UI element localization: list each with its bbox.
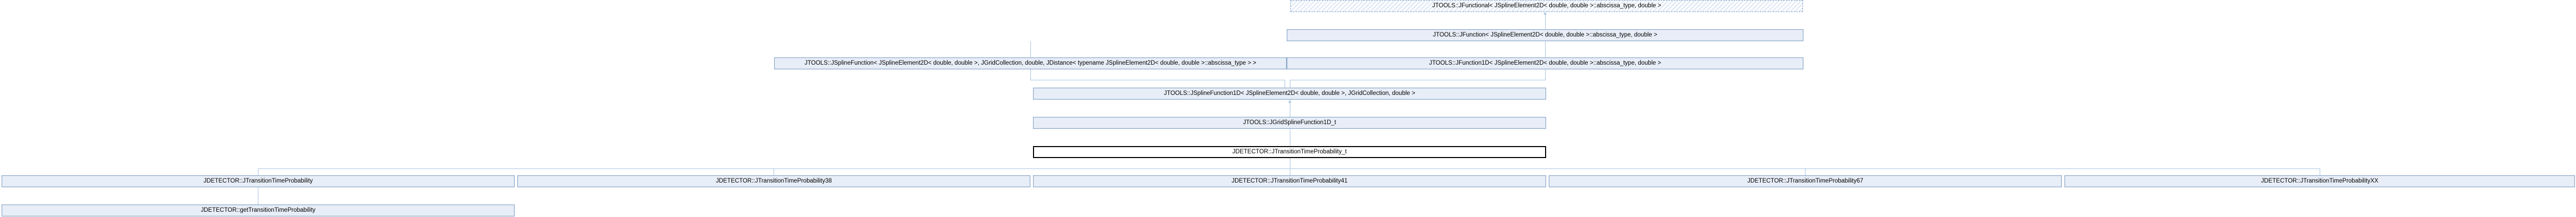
edge-n6-to-n10 [1805,168,1806,175]
class-node-label: JTOOLS::JFunctional< JSplineElement2D< d… [1432,2,1661,9]
edge-arrow-n1-to-n0 [1544,12,1547,15]
class-node-jtransitiontimeprobabilityxx[interactable]: JDETECTOR::JTransitionTimeProbabilityXX [2064,175,2575,187]
class-node-label: JDETECTOR::getTransitionTimeProbability [201,207,316,213]
edge-arrow-n5-to-n4 [1288,100,1291,103]
class-node-label: JDETECTOR::JTransitionTimeProbability41 [1231,177,1348,184]
class-node-label: JTOOLS::JGridSplineFunction1D_t [1243,119,1336,126]
class-node-jtransitiontimeprobability41[interactable]: JDETECTOR::JTransitionTimeProbability41 [1033,175,1546,187]
class-node-label: JDETECTOR::JTransitionTimeProbability [203,177,313,184]
class-node-jtransitiontimeprobability[interactable]: JDETECTOR::JTransitionTimeProbability [2,175,515,187]
edge-n3-to-n1 [1545,41,1546,57]
edge-n4-to-n3-down [1545,69,1546,80]
edge-n4-to-n2-down [1030,69,1031,80]
class-node-label: JTOOLS::JFunction1D< JSplineElement2D< d… [1429,59,1661,66]
class-node-label: JDETECTOR::JTransitionTimeProbability67 [1747,177,1863,184]
class-node-label: JDETECTOR::JTransitionTimeProbabilityXX [2261,177,2379,184]
class-node-label: JDETECTOR::JTransitionTimeProbability_t [1232,148,1347,155]
class-node-jsplinefunction[interactable]: JTOOLS::JSplineFunction< JSplineElement2… [774,57,1287,69]
class-node-gettransitiontimeprobability[interactable]: JDETECTOR::getTransitionTimeProbability [2,204,515,216]
edge-n1-to-n0 [1545,15,1546,29]
class-node-jtransitiontimeprobability38[interactable]: JDETECTOR::JTransitionTimeProbability38 [517,175,1030,187]
class-node-jsplinefunction1d[interactable]: JTOOLS::JSplineFunction1D< JSplineElemen… [1033,88,1546,100]
class-node-jfunction[interactable]: JTOOLS::JFunction< JSplineElement2D< dou… [1287,29,1803,41]
class-node-label: JDETECTOR::JTransitionTimeProbability38 [716,177,832,184]
class-node-jfunction1d[interactable]: JTOOLS::JFunction1D< JSplineElement2D< d… [1287,57,1803,69]
edge-n2-top-stub [1030,41,1031,57]
class-node-jgridsplinefunction1d-t[interactable]: JTOOLS::JGridSplineFunction1D_t [1033,117,1546,129]
class-node-jtransitiontimeprobability-t[interactable]: JDETECTOR::JTransitionTimeProbability_t [1033,146,1546,158]
class-node-label: JTOOLS::JFunction< JSplineElement2D< dou… [1433,31,1658,38]
edge-n6-fanout-bus [258,168,2320,169]
class-node-label: JTOOLS::JSplineFunction1D< JSplineElemen… [1164,90,1415,97]
class-node-jfunctional[interactable]: JTOOLS::JFunctional< JSplineElement2D< d… [1290,0,1803,12]
class-node-jtransitiontimeprobability67[interactable]: JDETECTOR::JTransitionTimeProbability67 [1549,175,2062,187]
class-node-label: JTOOLS::JSplineFunction< JSplineElement2… [804,59,1256,66]
